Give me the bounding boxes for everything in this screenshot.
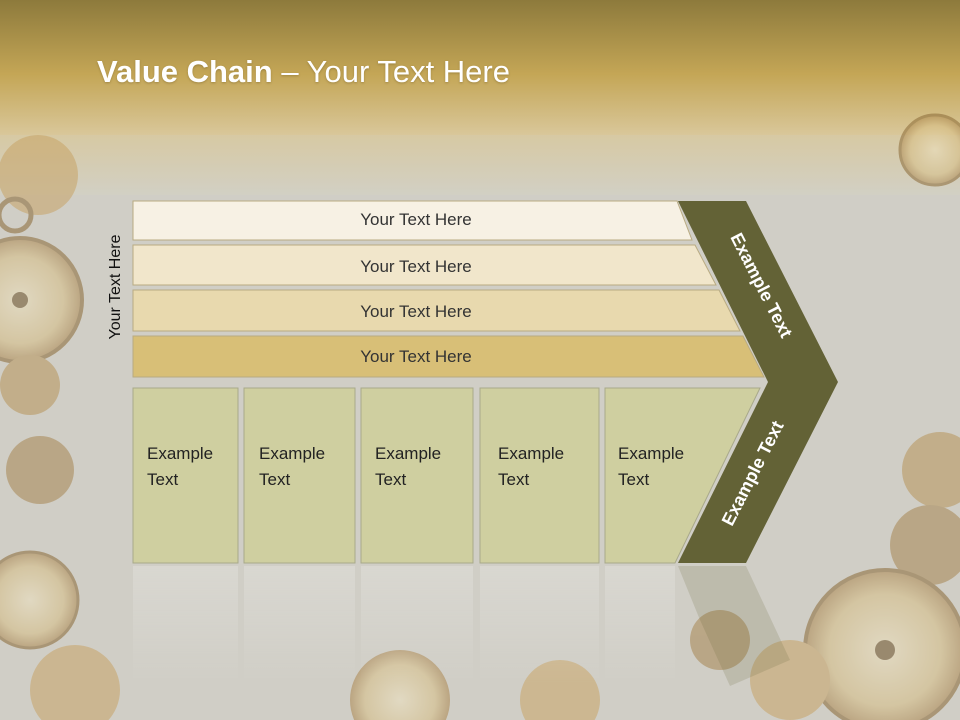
cell-5-line-1: Example [618,444,684,463]
margin-arrow [678,201,838,563]
support-row-4 [132,335,765,378]
support-row-3-label: Your Text Here [360,302,472,321]
cell-2-line-2: Text [259,470,290,489]
cell-4-line-2: Text [498,470,529,489]
support-row-1-label: Your Text Here [360,210,472,229]
support-row-2-label: Your Text Here [360,257,472,276]
reflection [133,566,790,686]
cell-4-line-1: Example [498,444,564,463]
primary-cell-4 [479,387,600,564]
primary-cell-1 [132,387,239,564]
primary-cell-5 [604,387,761,564]
support-row-4-label: Your Text Here [360,347,472,366]
support-row-2 [132,244,717,286]
cell-2-line-1: Example [259,444,325,463]
gear-decoration-left [0,135,120,720]
title-rest: – Your Text Here [272,54,510,89]
slide-title: Value Chain – Your Text Here [97,54,510,90]
cell-3-line-2: Text [375,470,406,489]
support-row-3 [132,289,741,332]
primary-cell-3 [360,387,474,564]
support-row-1 [132,200,693,241]
cell-1-line-1: Example [147,444,213,463]
cell-5-line-2: Text [618,470,649,489]
cell-1-line-2: Text [147,470,178,489]
title-bold: Value Chain [97,54,273,89]
cell-3-line-1: Example [375,444,441,463]
primary-cell-2 [243,387,356,564]
